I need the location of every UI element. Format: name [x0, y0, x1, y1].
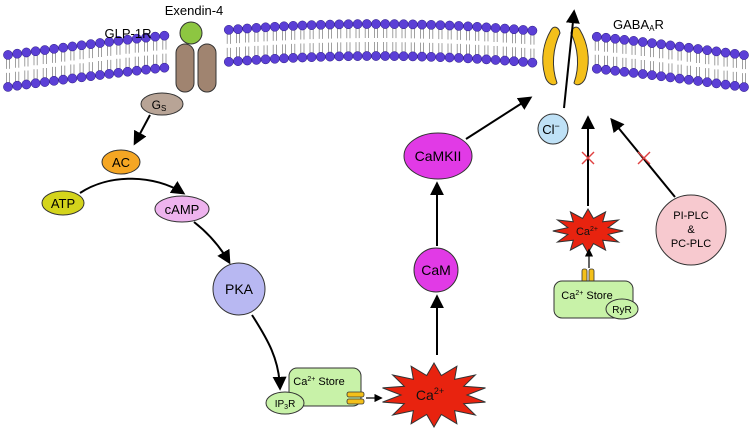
arrow-camp-to-pka: [193, 221, 231, 265]
arrow-cl-through-channel: [563, 9, 580, 109]
plc-node: [655, 194, 727, 266]
gabaa-receptor-channel: [542, 26, 589, 86]
arrow-camkii-to-gabaa: [465, 96, 533, 140]
inhibition-cross-ca: [581, 151, 595, 165]
ryr-channel: [581, 268, 595, 285]
glp1-receptor: [175, 43, 217, 93]
plc-label-line1: PI-PLC: [673, 210, 709, 222]
glp1r-label: GLP-1R: [105, 26, 152, 41]
cam-label: CaM: [421, 262, 451, 278]
ac-node: [101, 149, 141, 175]
chloride-label: Cl−: [542, 121, 560, 137]
ryr-label: RyR: [612, 305, 631, 316]
arrow-atp-to-camp: [79, 177, 186, 195]
pka-label: PKA: [225, 281, 254, 297]
ca-burst-center-label: Ca2+: [416, 386, 444, 403]
camp-label: cAMP: [165, 202, 200, 217]
arrow-gs-to-ac: [133, 114, 151, 146]
chloride-ion: [537, 113, 569, 145]
ca-store-left-label: Ca2+ Store: [293, 376, 344, 388]
pka-node: [212, 262, 266, 316]
gabaa-receptor-label: GABAAR: [613, 17, 664, 33]
lipid-bilayer-membrane: [3, 19, 749, 92]
camkii-node: [403, 132, 473, 180]
arrow-pka-to-ip3r: [251, 314, 287, 391]
plc-label-line3: PC-PLC: [671, 238, 711, 250]
lipid-heads: [3, 19, 749, 92]
ca-burst-right-label: Ca2+: [576, 226, 598, 238]
gs-label: GS: [152, 98, 167, 113]
ca-burst-center: [382, 362, 486, 428]
ac-label: AC: [112, 155, 130, 170]
camp-node: [154, 195, 210, 223]
gs-protein: [140, 92, 184, 116]
atp-label: ATP: [51, 196, 75, 211]
ca-store-left: [288, 367, 362, 407]
ca-store-right-label: Ca2+ Store: [561, 290, 612, 302]
ip3r-node: [265, 391, 305, 415]
exendin4-label: Exendin-4: [165, 3, 224, 18]
ip3r-label: IP3R: [275, 399, 296, 411]
atp-node: [41, 190, 85, 216]
ryr-node: [605, 298, 639, 320]
plc-label-line2: &: [687, 224, 695, 236]
inhibition-cross-plc: [637, 151, 651, 165]
cam-node: [413, 247, 459, 293]
camkii-label: CaMKII: [415, 148, 462, 164]
ip3r-channel: [346, 391, 365, 405]
exendin4-ligand: [179, 21, 203, 45]
